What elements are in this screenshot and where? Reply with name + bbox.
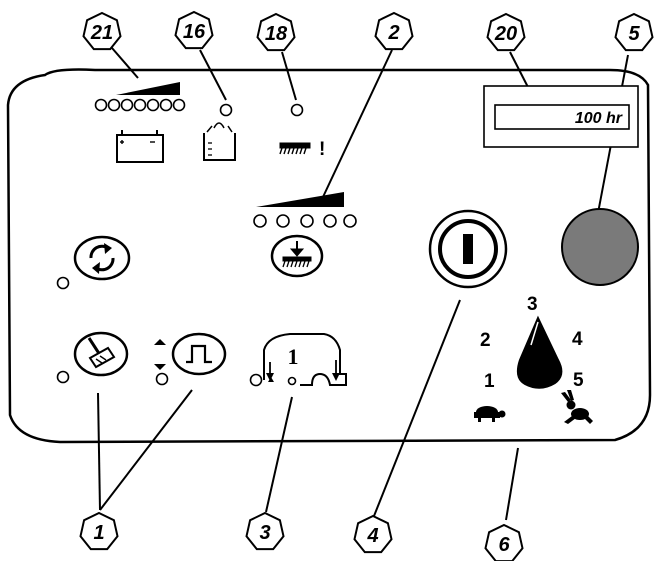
one-touch-scrub-icon (263, 333, 347, 386)
callout-badge-shape (353, 514, 393, 554)
leader-2 (322, 49, 393, 198)
callout-label: 2 (387, 22, 399, 44)
brush-pressure-gauge (253, 192, 357, 228)
one-touch-scrub-button[interactable]: 1 (263, 333, 347, 386)
callout-label: 20 (494, 23, 517, 45)
callout-label: 18 (265, 23, 288, 45)
hour-meter-value: 100 hr (575, 110, 623, 127)
callout-label: 1 (93, 522, 104, 544)
leader-3 (265, 396, 293, 513)
callout-21: 21 (82, 11, 122, 51)
vacuum-led (56, 370, 70, 384)
brush-pressure-wedge (256, 192, 344, 207)
speed-label-1: 1 (484, 371, 495, 392)
callout-badge-shape (256, 12, 296, 52)
callout-label: 6 (498, 534, 510, 556)
speed-dial-pointer (530, 321, 539, 346)
speed-label-2: 2 (480, 330, 491, 351)
scrub-leds (249, 373, 297, 387)
callout-1: 1 (79, 511, 119, 551)
callout-5: 5 (614, 12, 654, 52)
callout-3: 3 (245, 511, 285, 551)
speed-dial-knob (516, 315, 563, 389)
battery-gauge-wedge (116, 82, 180, 95)
callout-badge-shape (174, 10, 214, 50)
leader-16 (199, 49, 227, 101)
callout-16: 16 (174, 10, 214, 50)
speed-label-4: 4 (572, 329, 583, 350)
key-switch-icon (463, 234, 473, 264)
callout-badge-shape (614, 12, 654, 52)
panel-outline (6, 68, 652, 444)
callout-badge-shape (82, 11, 122, 51)
leader-lines (97, 47, 629, 521)
solution-tank-indicator (203, 103, 236, 161)
leader-4 (373, 299, 461, 517)
brush-warning-led (290, 103, 304, 117)
battery-icon (116, 130, 164, 163)
leader-6 (505, 447, 519, 521)
hour-meter: 100 hr (483, 85, 639, 148)
leader-1b (99, 389, 193, 511)
squeegee-button[interactable] (171, 332, 227, 376)
speed-label-5: 5 (573, 370, 584, 391)
callout-badge-shape (486, 12, 526, 52)
turtle-icon (474, 406, 506, 422)
callout-badge-shape (484, 523, 524, 561)
scrub-small-arrow (268, 377, 274, 382)
brush-pressure-icon (282, 241, 312, 268)
callout-2: 2 (374, 11, 414, 51)
leader-21 (111, 47, 139, 79)
callout-label: 3 (259, 522, 270, 544)
callout-20: 20 (486, 12, 526, 52)
battery-leds (94, 98, 186, 112)
vacuum-icon (87, 337, 116, 369)
callout-badge-shape (245, 511, 285, 551)
leader-18 (281, 51, 297, 101)
emergency-stop-knob[interactable] (561, 208, 639, 286)
squeegee-updown-arrows (154, 339, 166, 370)
brush-warning-indicator: ! (279, 103, 325, 160)
callout-badge-shape (79, 511, 119, 551)
brush-icon (279, 142, 311, 155)
speed-dial[interactable] (516, 315, 563, 389)
solution-led (219, 103, 233, 117)
callout-label: 16 (183, 21, 206, 43)
scrub-mode-number: 1 (288, 344, 299, 369)
callout-badge-shape (374, 11, 414, 51)
callout-label: 21 (90, 22, 113, 44)
speed-label-3: 3 (527, 294, 538, 315)
callout-18: 18 (256, 12, 296, 52)
brush-warning-mark: ! (319, 139, 325, 160)
leader-1a (97, 392, 101, 511)
rabbit-icon (561, 390, 593, 424)
callout-label: 4 (366, 525, 378, 547)
cycle-led (56, 276, 70, 290)
cycle-button[interactable] (73, 235, 131, 281)
squeegee-icon (186, 344, 212, 364)
callout-4: 4 (353, 514, 393, 554)
callout-label: 5 (628, 23, 640, 45)
hour-meter-window (494, 104, 630, 130)
brush-pressure-button[interactable] (270, 234, 324, 278)
brush-pressure-leds (253, 214, 357, 228)
solution-tank-icon (203, 122, 236, 161)
squeegee-led (155, 372, 169, 386)
key-switch[interactable] (428, 209, 508, 289)
vacuum-button[interactable] (73, 331, 129, 377)
callout-6: 6 (484, 523, 524, 561)
battery-gauge (94, 82, 186, 163)
